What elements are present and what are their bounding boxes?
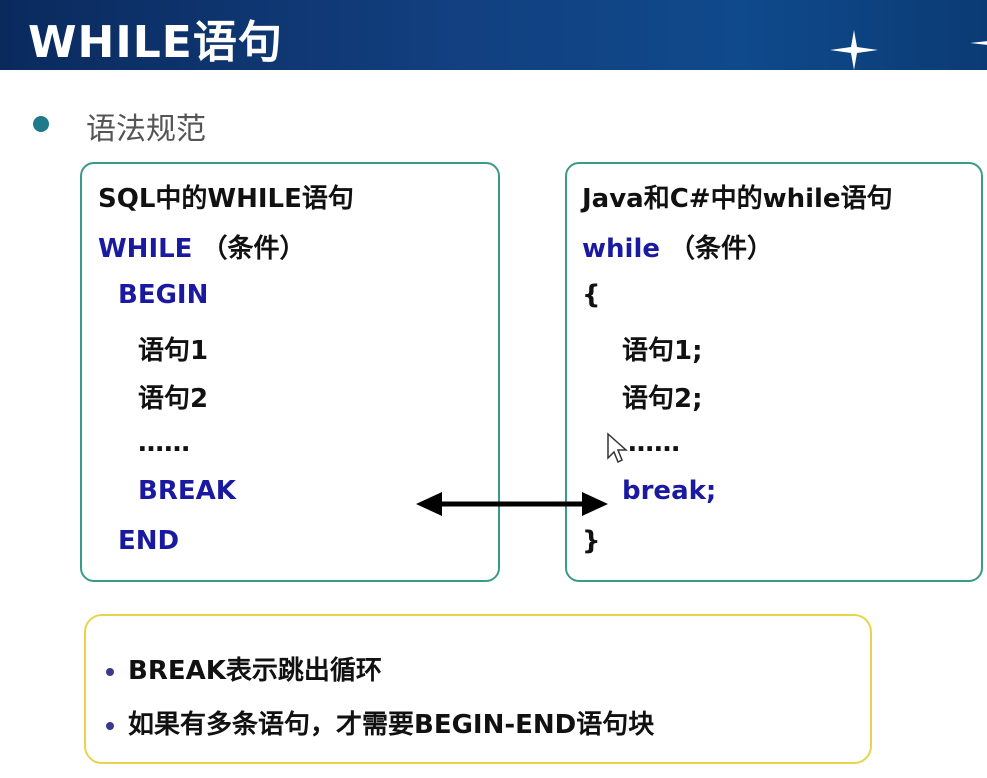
java-ellipsis: …… <box>628 428 680 458</box>
sql-end-keyword: END <box>118 526 180 556</box>
section-title: 语法规范 <box>86 112 206 147</box>
section-bullet-icon <box>33 116 49 132</box>
sql-while-condition: （条件） <box>192 234 306 264</box>
java-while-condition: （条件） <box>660 234 774 264</box>
notes-box: BREAK表示跳出循环 如果有多条语句，才需要BEGIN-END语句块 <box>84 614 872 764</box>
sparkle-icon <box>830 30 878 70</box>
slide-title: WHILE语句 <box>28 17 283 68</box>
sql-statement-2: 语句2 <box>138 384 209 414</box>
sql-while-line: WHILE （条件） <box>98 228 306 265</box>
bullet-icon <box>106 667 114 676</box>
java-open-brace: { <box>582 280 601 310</box>
java-box-heading: Java和C#中的while语句 <box>582 184 893 214</box>
double-arrow-icon <box>416 492 608 516</box>
note-item: BREAK表示跳出循环 <box>106 650 382 687</box>
java-while-line: while （条件） <box>582 228 773 265</box>
sql-box-heading: SQL中的WHILE语句 <box>98 184 354 214</box>
sql-statement-1: 语句1 <box>138 336 209 366</box>
sql-while-box <box>80 162 500 582</box>
sql-break-keyword: BREAK <box>138 476 236 506</box>
sql-ellipsis: …… <box>138 428 190 458</box>
note-item: 如果有多条语句，才需要BEGIN-END语句块 <box>106 704 654 741</box>
sql-begin-keyword: BEGIN <box>118 280 209 310</box>
slide-header: WHILE语句 <box>0 0 987 70</box>
note-text-2: 如果有多条语句，才需要BEGIN-END语句块 <box>128 710 655 740</box>
mouse-cursor-icon <box>607 432 628 464</box>
java-close-brace: } <box>582 526 601 556</box>
sql-while-keyword: WHILE <box>98 234 193 264</box>
java-while-keyword: while <box>582 234 660 264</box>
java-break-keyword: break; <box>622 476 717 506</box>
java-statement-1: 语句1; <box>622 336 703 366</box>
java-statement-2: 语句2; <box>622 384 703 414</box>
note-text-1: BREAK表示跳出循环 <box>128 656 382 686</box>
sparkle-icon-2 <box>970 41 987 45</box>
bullet-icon <box>106 721 114 730</box>
java-while-box <box>565 162 983 582</box>
